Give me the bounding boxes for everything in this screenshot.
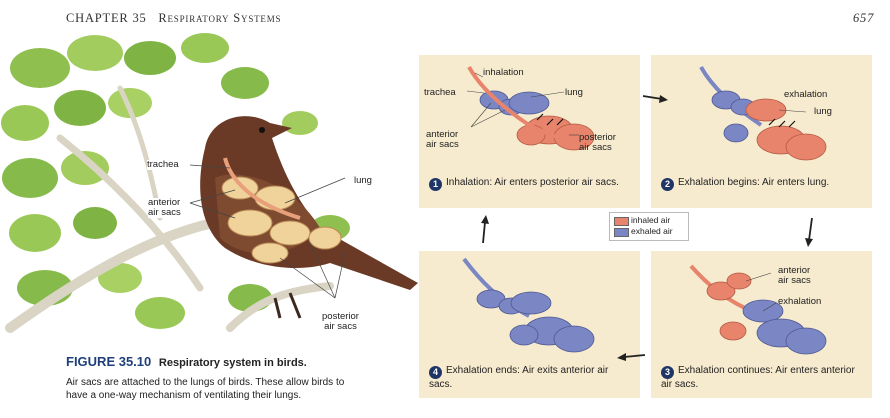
figure-number: FIGURE 35.10 (66, 354, 152, 369)
bird-label-posterior-air-sacs: posterior air sacs (322, 311, 359, 332)
panel-3-diagram (689, 264, 827, 355)
step-3-badge: 3 (661, 366, 674, 379)
step-2-badge: 2 (661, 178, 674, 191)
panel-4-diagram (462, 257, 595, 353)
arrow-2-to-3 (805, 217, 813, 247)
bird-label-anterior-air-sacs: anterior air sacs (148, 197, 181, 218)
bird-leader-lines (189, 164, 346, 299)
bird-label-trachea: trachea (147, 159, 179, 170)
panel-2-diagram (699, 66, 827, 161)
panel-3-label-exhalation: exhalation (778, 296, 822, 307)
panel-1-label-lung: lung (565, 87, 583, 98)
panel-2-label-exhalation: exhalation (784, 89, 828, 100)
legend-label-inhaled: inhaled air (631, 215, 671, 225)
panel-4-caption-text: Exhalation ends: Air exits anterior air … (429, 365, 609, 390)
figure-title: Respiratory system in birds. (158, 357, 307, 369)
step-1-badge: 1 (429, 178, 442, 191)
legend-label-exhaled: exhaled air (631, 226, 673, 236)
panel-2-caption: 2 Exhalation begins: Air enters lung. (661, 177, 866, 191)
panel-1-inhalation: inhalation trachea lung anterior air sac… (419, 55, 640, 208)
legend: inhaled air exhaled air (609, 212, 689, 241)
figure-title-block: FIGURE 35.10 Respiratory system in birds… (66, 354, 307, 369)
panel-3-label-anterior: anterior air sacs (778, 265, 811, 286)
panel-1-diagram (466, 66, 595, 151)
panel-1-label-trachea: trachea (424, 87, 456, 98)
panel-1-caption-text: Inhalation: Air enters posterior air sac… (446, 177, 619, 188)
chapter-section: Respiratory Systems (158, 11, 282, 25)
step-4-badge: 4 (429, 366, 442, 379)
panel-3-caption-text: Exhalation continues: Air enters anterio… (661, 365, 855, 390)
figure-body: Air sacs are attached to the lungs of bi… (66, 377, 345, 401)
panel-1-label-posterior: posterior air sacs (579, 132, 616, 153)
panel-2-label-lung: lung (814, 106, 832, 117)
panel-1-label-anterior: anterior air sacs (426, 129, 459, 150)
bird (200, 116, 418, 319)
arrow-3-to-4 (617, 353, 646, 361)
legend-swatch-exhaled (614, 228, 629, 237)
panel-2-exhalation-begins: exhalation lung 2 Exhalation begins: Air … (651, 55, 872, 208)
chapter-header: CHAPTER 35 Respiratory Systems (66, 11, 281, 26)
foliage (1, 33, 350, 329)
panel-2-caption-text: Exhalation begins: Air enters lung. (678, 177, 830, 188)
arrow-4-to-1 (481, 215, 489, 244)
page-number: 657 (853, 11, 875, 25)
bird-label-lung: lung (354, 175, 372, 186)
panel-1-caption: 1 Inhalation: Air enters posterior air sa… (429, 177, 634, 191)
chapter-number: CHAPTER 35 (66, 11, 147, 25)
arrow-1-to-2 (642, 95, 668, 103)
panel-1-label-inhalation: inhalation (483, 67, 524, 78)
legend-swatch-inhaled (614, 217, 629, 226)
